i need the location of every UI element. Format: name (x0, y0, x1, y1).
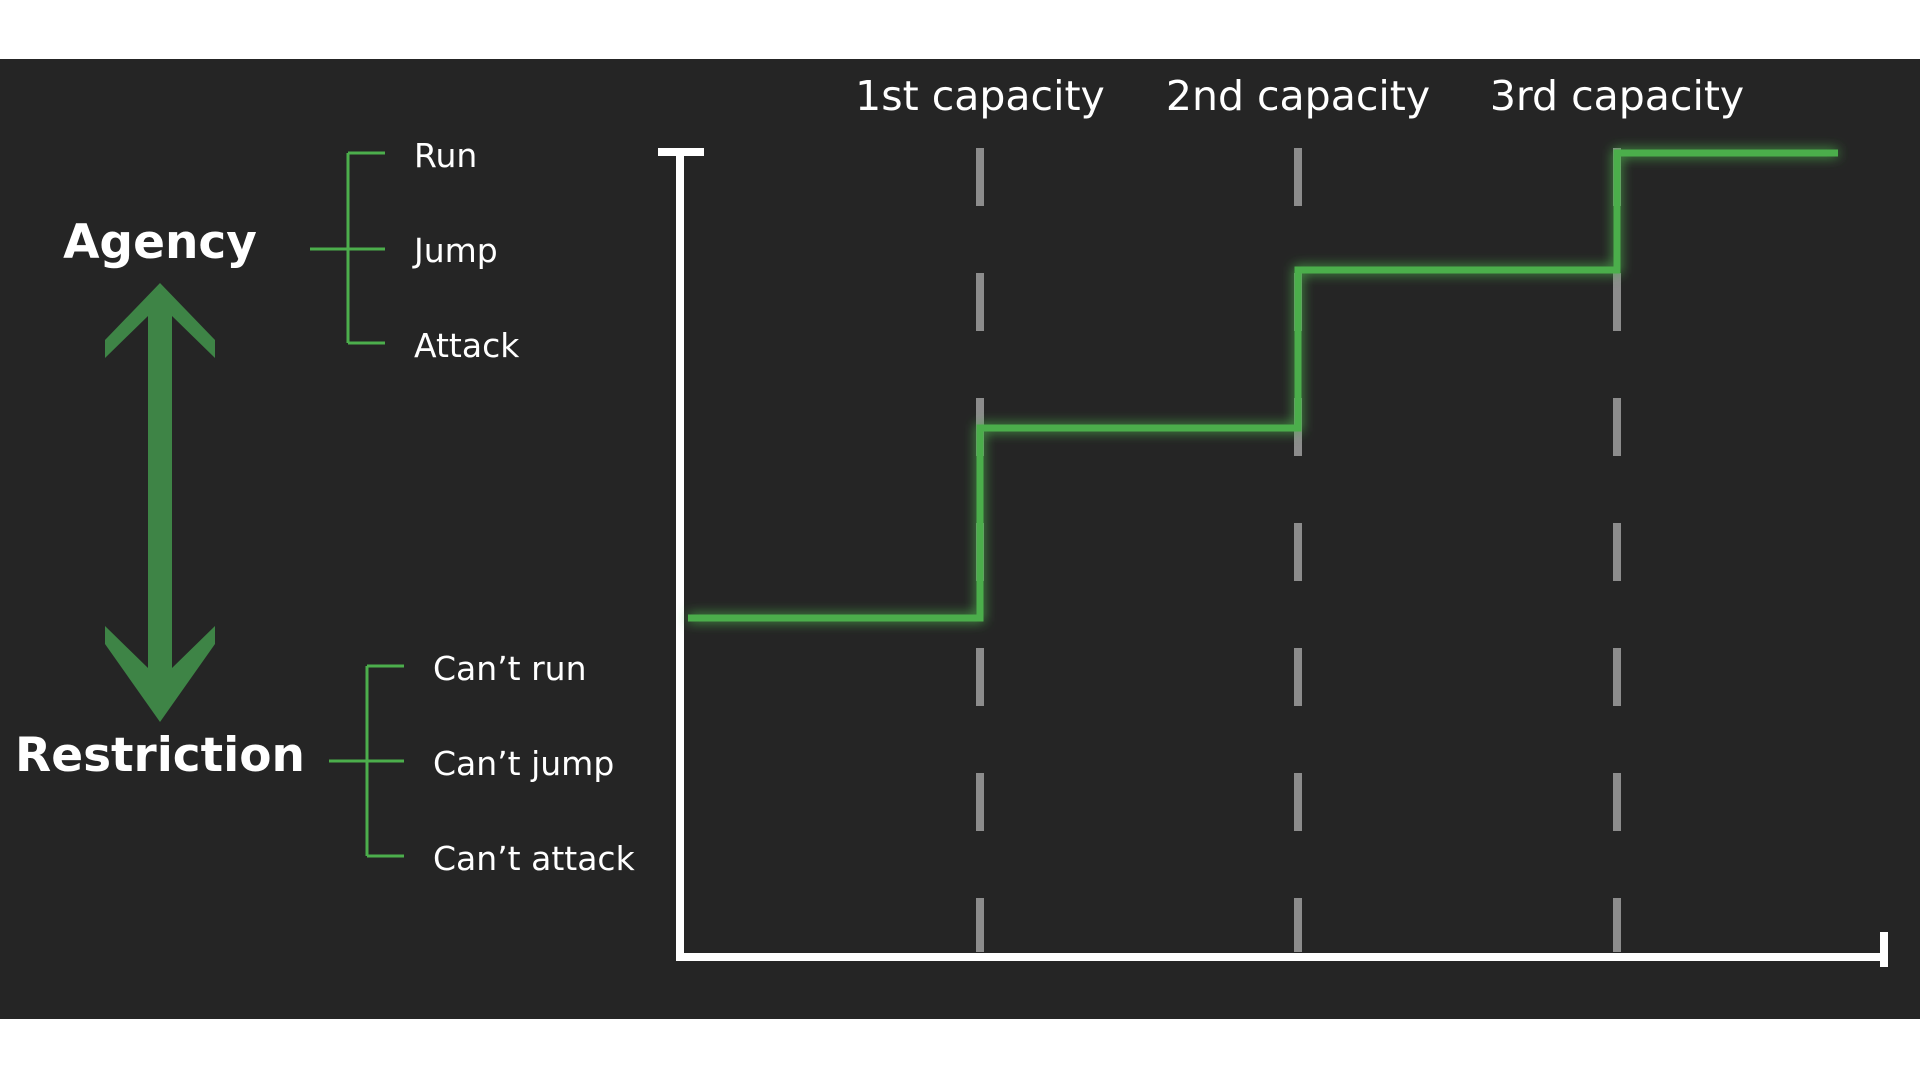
capacity-labels: 1st capacity 2nd capacity 3rd capacity (855, 72, 1744, 120)
capacity-label-3: 3rd capacity (1490, 72, 1744, 120)
restriction-label: Restriction (15, 728, 305, 783)
agency-item-jump: Jump (412, 231, 498, 270)
agency-item-run: Run (414, 136, 477, 175)
restriction-item-cant-run: Can’t run (433, 649, 587, 688)
capacity-label-1: 1st capacity (855, 72, 1105, 120)
slide-background (0, 59, 1920, 1019)
restriction-item-cant-attack: Can’t attack (433, 839, 636, 878)
agency-label: Agency (63, 215, 257, 270)
restriction-bracket (329, 664, 404, 858)
restriction-item-cant-jump: Can’t jump (433, 744, 614, 783)
double-headed-vertical-arrow-icon (105, 283, 215, 722)
agency-step-line (688, 149, 1838, 622)
chart-axes (658, 148, 1888, 967)
agency-bracket (310, 151, 385, 345)
capacity-label-2: 2nd capacity (1166, 72, 1430, 120)
agency-item-attack: Attack (414, 326, 520, 365)
